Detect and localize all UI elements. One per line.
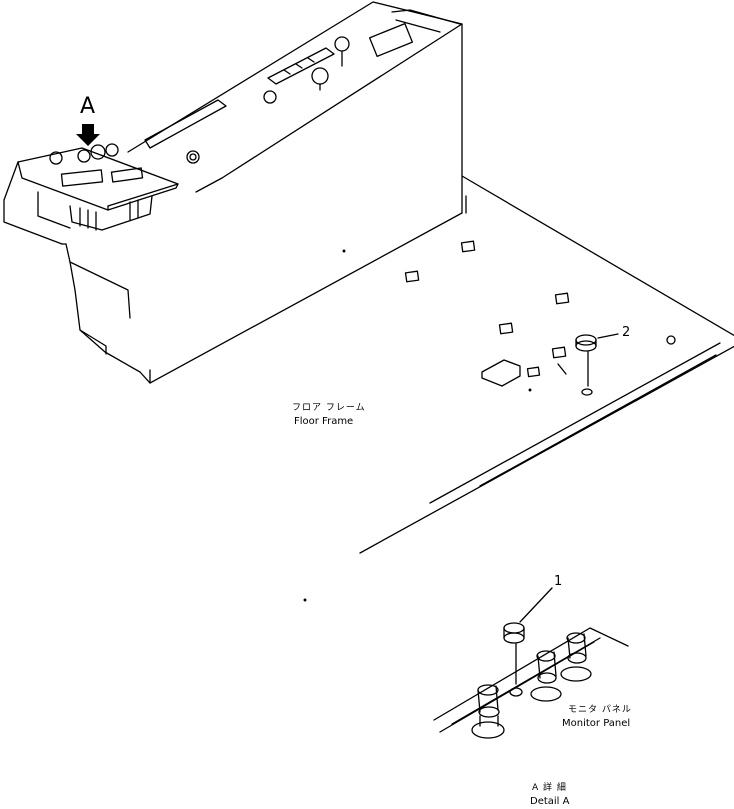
callout-1: 1: [554, 574, 563, 589]
plug-2: [557, 333, 619, 396]
monitor-panel-label-jp: モニタ パネル: [568, 705, 632, 715]
floor-nuts: [404, 240, 676, 378]
callout-2: 2: [622, 325, 631, 340]
monitor-panel-mount: [3, 143, 179, 245]
detail-a-panel: [433, 587, 629, 739]
console-box: [61, 1, 463, 384]
floor-frame-label-jp: フロア フレーム: [292, 403, 366, 413]
detail-a-label-en: Detail A: [530, 796, 570, 807]
floor-bracket: [481, 359, 521, 387]
detail-a-label-jp: A 詳 細: [532, 783, 567, 793]
monitor-panel-label-en: Monitor Panel: [562, 718, 631, 729]
view-arrow: [76, 124, 100, 146]
view-label-a: A: [80, 94, 96, 119]
floor-frame-label-en: Floor Frame: [294, 416, 354, 427]
floor-frame-plate: [149, 175, 734, 554]
